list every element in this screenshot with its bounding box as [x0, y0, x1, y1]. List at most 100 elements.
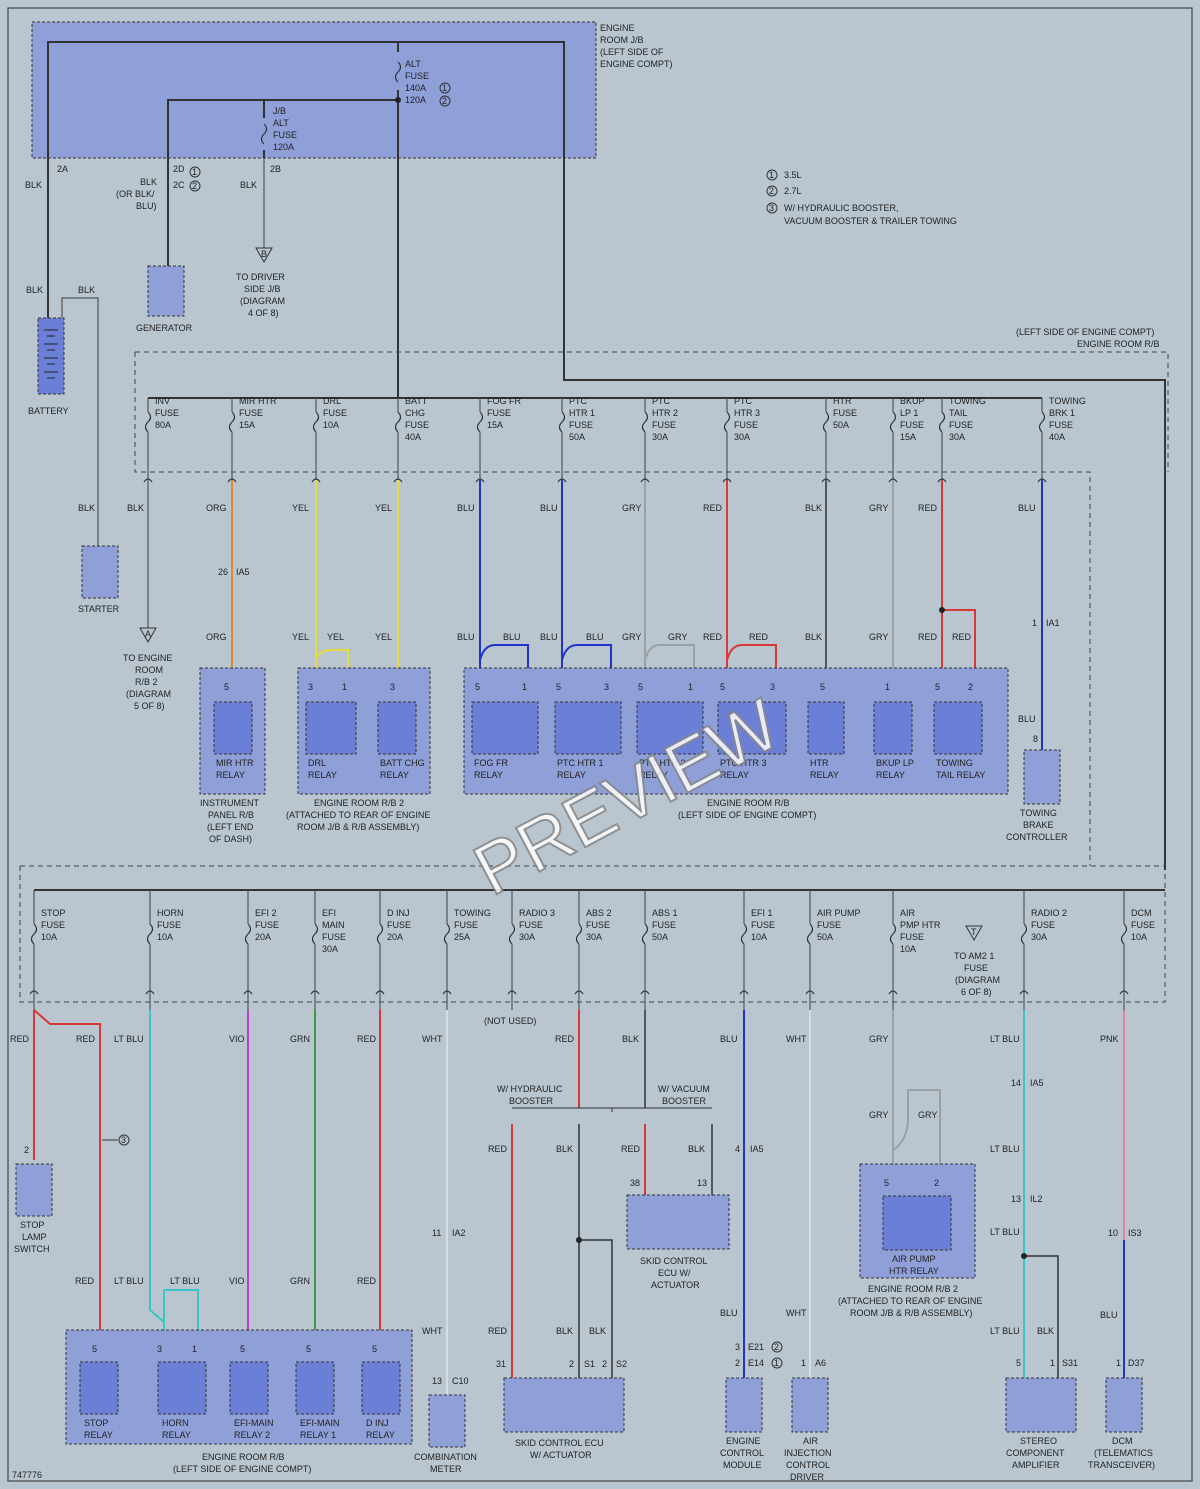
svg-text:2: 2	[968, 682, 973, 692]
svg-text:RED: RED	[703, 503, 723, 513]
svg-text:BOOSTER: BOOSTER	[509, 1096, 554, 1106]
svg-text:1: 1	[801, 1358, 806, 1368]
svg-text:D INJ: D INJ	[387, 908, 410, 918]
svg-text:40A: 40A	[405, 432, 421, 442]
svg-text:ALT: ALT	[273, 118, 289, 128]
svg-text:3: 3	[735, 1342, 740, 1352]
svg-text:1: 1	[1050, 1358, 1055, 1368]
svg-text:ABS 2: ABS 2	[586, 908, 612, 918]
svg-text:1: 1	[192, 167, 197, 177]
svg-text:BOOSTER: BOOSTER	[662, 1096, 707, 1106]
svg-text:R/B 2: R/B 2	[135, 677, 158, 687]
svg-text:RELAY: RELAY	[474, 770, 503, 780]
svg-text:TO ENGINE: TO ENGINE	[123, 653, 172, 663]
skid-control-ecu-top-box	[626, 1194, 730, 1250]
svg-text:30A: 30A	[586, 932, 602, 942]
svg-text:RED: RED	[952, 632, 972, 642]
hydraulic-booster-label: W/ HYDRAULIC BOOSTER	[497, 1084, 563, 1106]
svg-text:PTC: PTC	[652, 396, 671, 406]
svg-text:2: 2	[602, 1359, 607, 1369]
svg-text:BATT: BATT	[405, 396, 428, 406]
svg-text:TOWING: TOWING	[1020, 808, 1057, 818]
svg-text:FUSE: FUSE	[454, 920, 478, 930]
svg-text:26: 26	[218, 567, 228, 577]
svg-text:TOWING: TOWING	[949, 396, 986, 406]
svg-text:TOWING: TOWING	[936, 758, 973, 768]
svg-text:W/ VACUUM: W/ VACUUM	[658, 1084, 710, 1094]
svg-text:PTC: PTC	[734, 396, 753, 406]
svg-text:3: 3	[390, 682, 395, 692]
svg-text:AMPLIFIER: AMPLIFIER	[1012, 1460, 1060, 1470]
legend: 1 3.5L 2 2.7L 3 W/ HYDRAULIC BOOSTER, VA…	[766, 169, 957, 226]
svg-text:2: 2	[24, 1145, 29, 1155]
svg-text:BLU: BLU	[1018, 714, 1036, 724]
svg-text:FUSE: FUSE	[405, 71, 429, 81]
svg-text:BRAKE: BRAKE	[1023, 820, 1054, 830]
svg-text:BLK: BLK	[1037, 1326, 1054, 1336]
svg-text:FUSE: FUSE	[652, 920, 676, 930]
svg-text:5: 5	[720, 682, 725, 692]
svg-text:5: 5	[638, 682, 643, 692]
svg-text:MAIN: MAIN	[322, 920, 345, 930]
svg-text:8: 8	[1033, 734, 1038, 744]
svg-text:BLK: BLK	[78, 285, 95, 295]
svg-text:IL2: IL2	[1030, 1194, 1043, 1204]
svg-text:3: 3	[157, 1344, 162, 1354]
svg-text:1: 1	[1116, 1358, 1121, 1368]
svg-text:31: 31	[496, 1359, 506, 1369]
svg-text:D INJ: D INJ	[366, 1418, 389, 1428]
svg-text:ENGINE ROOM R/B 2: ENGINE ROOM R/B 2	[314, 798, 404, 808]
svg-text:IA5: IA5	[1030, 1078, 1044, 1088]
svg-text:BKUP LP: BKUP LP	[876, 758, 914, 768]
skid-control-ecu-top-label: SKID CONTROL ECU W/ ACTUATOR	[640, 1256, 708, 1290]
svg-text:6 OF 8): 6 OF 8)	[961, 987, 992, 997]
svg-text:3.5L: 3.5L	[784, 170, 802, 180]
svg-text:10A: 10A	[157, 932, 173, 942]
svg-text:LP 1: LP 1	[900, 408, 918, 418]
svg-text:GRN: GRN	[290, 1276, 310, 1286]
svg-text:WHT: WHT	[786, 1034, 807, 1044]
svg-text:RED: RED	[76, 1034, 96, 1044]
svg-text:5: 5	[820, 682, 825, 692]
svg-text:IA5: IA5	[236, 567, 250, 577]
svg-text:1: 1	[192, 1344, 197, 1354]
svg-text:GRY: GRY	[869, 1110, 888, 1120]
svg-text:2: 2	[735, 1358, 740, 1368]
svg-text:14: 14	[1011, 1078, 1021, 1088]
air-pump-htr-relay	[882, 1195, 952, 1251]
svg-text:20A: 20A	[255, 932, 271, 942]
svg-text:FUSE: FUSE	[817, 920, 841, 930]
svg-text:LT BLU: LT BLU	[114, 1276, 144, 1286]
engine-room-rb-label-mid: ENGINE ROOM R/B (LEFT SIDE OF ENGINE COM…	[678, 798, 816, 820]
svg-text:ABS 1: ABS 1	[652, 908, 678, 918]
svg-text:BLK: BLK	[805, 632, 822, 642]
svg-text:AIR: AIR	[803, 1436, 819, 1446]
svg-text:LT BLU: LT BLU	[170, 1276, 200, 1286]
svg-text:1: 1	[885, 682, 890, 692]
dcm-box	[1105, 1377, 1143, 1433]
svg-text:RELAY 1: RELAY 1	[300, 1430, 336, 1440]
engine-room-rb-label: (LEFT SIDE OF ENGINE COMPT) ENGINE ROOM …	[1016, 327, 1160, 349]
dcm-label: DCM (TELEMATICS TRANSCEIVER)	[1088, 1436, 1155, 1470]
svg-text:D37: D37	[1128, 1358, 1145, 1368]
svg-text:IA5: IA5	[750, 1144, 764, 1154]
svg-text:BLU: BLU	[457, 503, 475, 513]
svg-text:J/B: J/B	[273, 106, 286, 116]
svg-text:BLK: BLK	[622, 1034, 639, 1044]
svg-text:TAIL RELAY: TAIL RELAY	[936, 770, 985, 780]
svg-text:INSTRUMENT: INSTRUMENT	[200, 798, 259, 808]
svg-text:10A: 10A	[41, 932, 57, 942]
svg-text:PTC HTR 3: PTC HTR 3	[720, 758, 767, 768]
svg-text:LT BLU: LT BLU	[990, 1227, 1020, 1237]
svg-text:(LEFT SIDE OF ENGINE COMPT): (LEFT SIDE OF ENGINE COMPT)	[1016, 327, 1154, 337]
